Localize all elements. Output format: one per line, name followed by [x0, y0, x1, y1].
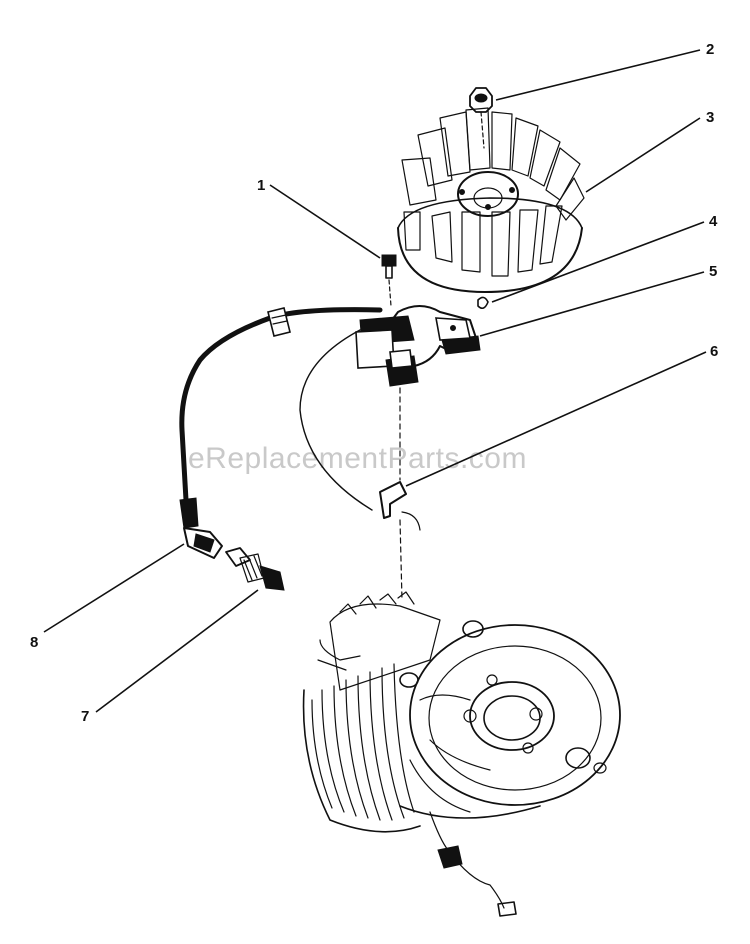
leader-6 [405, 351, 707, 487]
callout-2[interactable]: 2 [706, 41, 714, 58]
callout-7[interactable]: 7 [81, 708, 89, 725]
callout-8[interactable]: 8 [30, 634, 38, 651]
callout-1[interactable]: 1 [257, 177, 265, 194]
callout-4[interactable]: 4 [709, 213, 718, 230]
watermark-text: eReplacementParts.com [188, 442, 527, 475]
flywheel-nut-part[interactable] [469, 87, 493, 149]
callout-6[interactable]: 6 [710, 343, 718, 360]
leader-5 [479, 271, 705, 337]
leader-1 [269, 184, 381, 259]
leader-3 [585, 117, 701, 193]
ground-wire [299, 329, 373, 511]
ignition-coil-part[interactable] [355, 305, 481, 601]
spark-plug-wire-part[interactable] [179, 307, 383, 559]
callout-labels: 1 2 3 4 5 6 7 8 [30, 41, 718, 725]
leader-8 [43, 543, 185, 633]
flywheel-key-part[interactable] [477, 296, 489, 310]
mounting-screw-part[interactable] [381, 254, 397, 307]
wire-clip-part[interactable] [379, 481, 421, 531]
leader-lines [43, 49, 707, 713]
callout-3[interactable]: 3 [706, 109, 714, 126]
engine-block [302, 591, 621, 833]
kill-wire [429, 811, 517, 917]
leader-7 [95, 589, 259, 713]
leader-4 [491, 221, 705, 303]
spark-plug-part[interactable] [225, 547, 285, 591]
flywheel-part[interactable] [397, 107, 585, 293]
leader-2 [495, 49, 701, 101]
callout-5[interactable]: 5 [709, 263, 717, 280]
